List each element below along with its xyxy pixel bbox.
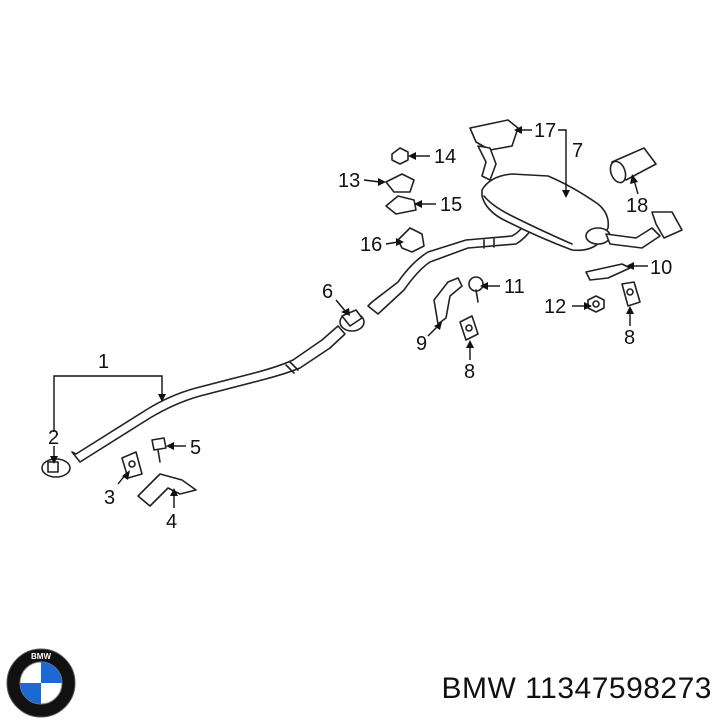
callout-15: 15 bbox=[440, 194, 462, 216]
hanger-part-16 bbox=[397, 227, 425, 253]
callout-10: 10 bbox=[650, 257, 672, 279]
tailpipe-trim bbox=[609, 147, 657, 184]
bracket-part-10 bbox=[585, 263, 631, 281]
callout-1: 1 bbox=[98, 351, 109, 373]
rubber-mount-part-8a bbox=[459, 315, 479, 341]
callout-12: 12 bbox=[544, 296, 566, 318]
svg-text:BMW: BMW bbox=[31, 652, 51, 661]
callout-2: 2 bbox=[48, 427, 59, 449]
clamp-part-2 bbox=[41, 458, 71, 478]
callout-7: 7 bbox=[572, 140, 583, 162]
hanger-part-4 bbox=[137, 473, 197, 507]
rubber-mount-part-8b bbox=[621, 281, 641, 307]
leader-lines bbox=[50, 126, 648, 508]
callout-14: 14 bbox=[434, 146, 456, 168]
hanger-part-13 bbox=[385, 173, 415, 193]
exhaust-flap-assembly bbox=[469, 119, 519, 181]
callout-11: 11 bbox=[504, 276, 525, 298]
part-number-caption: BMW 11347598273 bbox=[441, 672, 712, 705]
callout-8b: 8 bbox=[624, 327, 635, 349]
hanger-part-15 bbox=[385, 195, 417, 215]
callout-13: 13 bbox=[338, 170, 360, 192]
callout-18: 18 bbox=[626, 195, 648, 217]
callout-4: 4 bbox=[166, 511, 177, 533]
bmw-logo: BMW bbox=[6, 648, 76, 718]
bolt-part-11 bbox=[468, 276, 484, 303]
rear-muffler bbox=[481, 173, 683, 252]
callout-5: 5 bbox=[190, 437, 201, 459]
nut-part-12 bbox=[587, 295, 605, 313]
callout-8a: 8 bbox=[464, 361, 475, 383]
middle-exhaust-pipe bbox=[367, 221, 535, 315]
callout-3: 3 bbox=[104, 487, 115, 509]
callout-17: 17 bbox=[534, 120, 556, 142]
nut-part-14 bbox=[391, 147, 409, 165]
callout-labels: 1 2 3 4 5 6 7 8 8 9 10 11 12 13 14 15 16… bbox=[48, 120, 672, 533]
bolt-part-5 bbox=[151, 437, 167, 463]
front-exhaust-pipe bbox=[71, 325, 346, 463]
bracket-part-3 bbox=[121, 451, 143, 479]
bracket-part-9 bbox=[433, 277, 463, 325]
callout-16: 16 bbox=[360, 234, 382, 256]
callout-6: 6 bbox=[322, 281, 333, 303]
callout-9: 9 bbox=[416, 333, 427, 355]
